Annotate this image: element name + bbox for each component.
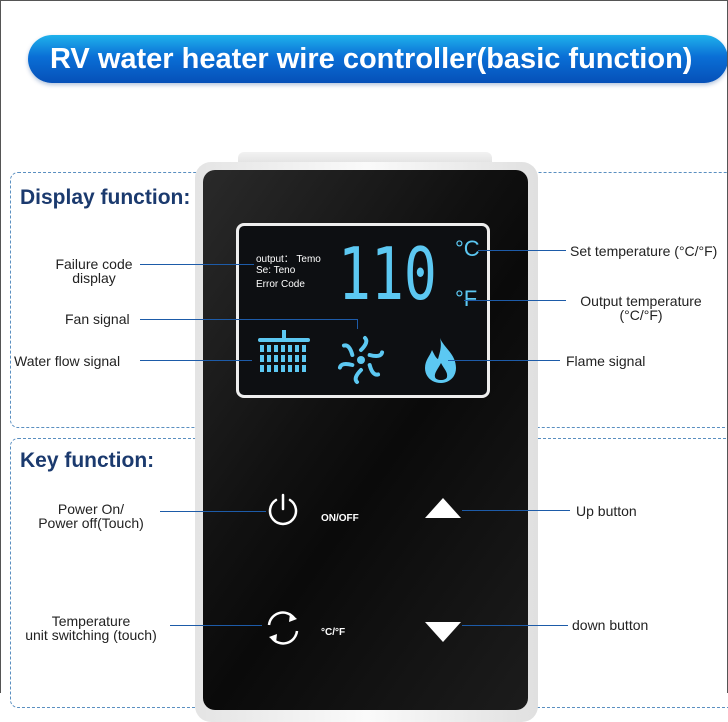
lcd-set-text: Se: Teno xyxy=(256,265,296,276)
output-temperature-label: Output temperature(°C/°F) xyxy=(580,293,702,323)
fahrenheit-indicator: °F xyxy=(455,286,478,311)
water-flow-label: Water flow signal xyxy=(14,353,121,369)
onoff-caption: ON/OFF xyxy=(321,513,359,524)
power-leader xyxy=(160,511,266,512)
unit-switch-leader xyxy=(170,625,262,626)
page-title: RV water heater wire controller(basic fu… xyxy=(28,35,728,83)
up-leader xyxy=(462,510,570,511)
cf-caption: °C/°F xyxy=(321,627,346,638)
lcd-temperature-digits: 110 xyxy=(338,238,437,310)
celsius-indicator: °C xyxy=(455,236,480,261)
down-leader xyxy=(462,625,568,626)
fan-leader-drop xyxy=(357,319,358,329)
fan-signal-label: Fan signal xyxy=(65,311,130,327)
water-flow-icon xyxy=(258,330,310,372)
power-label: Power On/Power off(Touch) xyxy=(38,501,144,531)
flame-signal-label: Flame signal xyxy=(566,353,646,369)
lcd-error-text: Error Code xyxy=(256,279,305,290)
down-button-label: down button xyxy=(572,617,649,633)
set-temperature-leader xyxy=(478,250,566,251)
flame-icon xyxy=(425,338,456,383)
set-temperature-label: Set temperature (°C/°F) xyxy=(570,243,718,259)
flame-leader xyxy=(448,360,560,361)
display-function-heading: Display function: xyxy=(20,186,191,209)
lcd-output-text: output： Temo xyxy=(256,254,321,265)
up-button-label: Up button xyxy=(576,503,637,519)
up-button[interactable] xyxy=(425,498,461,518)
fan-leader xyxy=(140,319,358,320)
unit-switch-button[interactable] xyxy=(263,609,303,647)
output-temperature-leader xyxy=(464,300,566,301)
down-button[interactable] xyxy=(425,622,461,642)
power-button[interactable] xyxy=(265,492,301,528)
fan-icon xyxy=(337,336,385,384)
key-function-heading: Key function: xyxy=(20,449,155,472)
failure-code-leader xyxy=(140,264,254,265)
water-flow-leader xyxy=(140,360,252,361)
